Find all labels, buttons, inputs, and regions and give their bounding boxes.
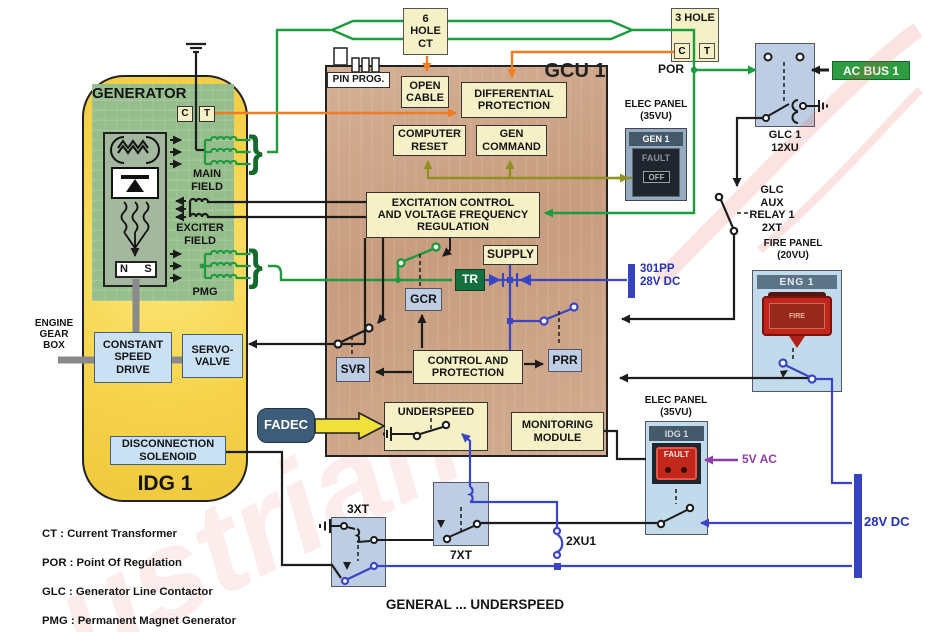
gcr-box: GCR	[405, 288, 442, 311]
ns-magnet-box	[115, 261, 157, 278]
open-cable-box: OPEN CABLE	[401, 76, 449, 108]
legend-por: POR : Point Of Regulation	[42, 556, 182, 569]
glc1-label: GLC 1 12XU	[768, 129, 802, 154]
servo-valve-box: SERVO- VALVE	[182, 334, 243, 378]
elec-panel-idg-label: ELEC PANEL (35VU)	[644, 395, 708, 418]
fire-handle-tab	[789, 336, 805, 348]
xu2-label: 2XU1	[566, 534, 597, 548]
legend-ct: CT : Current Transformer	[42, 527, 177, 540]
gen1-fault-text: FAULT	[641, 153, 671, 163]
legend-glc: GLC : Generator Line Contactor	[42, 585, 213, 598]
prr-box: PRR	[548, 349, 582, 372]
legend-pmg: PMG : Permanent Magnet Generator	[42, 615, 236, 628]
generator-title: GENERATOR	[92, 85, 187, 102]
engine-gear-box-label: ENGINE GEAR BOX	[34, 318, 74, 351]
hole3-t-box: T	[699, 43, 715, 59]
idg-fault-dot-right	[681, 467, 687, 473]
disconnection-solenoid-box: DISCONNECTION SOLENOID	[110, 436, 226, 465]
tr-box: TR	[455, 269, 485, 291]
v5ac-label: 5V AC	[742, 452, 777, 466]
idg-panel-header: IDG 1	[649, 426, 704, 441]
generator-c-box: C	[177, 106, 193, 122]
monitoring-module-box: MONITORING MODULE	[511, 412, 604, 451]
svr-box: SVR	[336, 357, 370, 382]
por-label: POR	[657, 62, 684, 76]
pin-prog-box: PIN PROG.	[327, 72, 390, 88]
fire-panel-label: FIRE PANEL (20VU)	[763, 238, 823, 261]
fire-handle-inner: FIRE	[769, 303, 825, 329]
legend: CT : Current Transformer POR : Point Of …	[42, 512, 302, 632]
bus-28vdc-bar	[854, 474, 862, 578]
hole3-label: 3 HOLE	[675, 12, 715, 24]
gen-command-box: GEN COMMAND	[476, 125, 547, 156]
xt3-label: 3XT	[346, 502, 369, 516]
differential-protection-box: DIFFERENTIAL PROTECTION	[461, 82, 567, 118]
elec-panel-gen-label: ELEC PANEL (35VU)	[624, 99, 688, 122]
fadec-box: FADEC	[257, 408, 315, 443]
csd-box: CONSTANT SPEED DRIVE	[94, 332, 172, 383]
control-protection-box: CONTROL AND PROTECTION	[413, 350, 523, 384]
gcu-body	[325, 65, 608, 457]
magnet-n-label: N	[120, 263, 128, 275]
exciter-field-label: EXCITER FIELD	[176, 222, 224, 247]
pmg-brace: }	[248, 241, 263, 290]
xt7-label: 7XT	[449, 548, 472, 562]
hole3-c-box: C	[674, 43, 690, 59]
gen1-panel-header: GEN 1	[629, 132, 683, 146]
pp301-label: 301PP 28V DC	[640, 263, 681, 288]
fire-handle-latch	[768, 292, 826, 299]
idg-fault-dot-left	[665, 467, 671, 473]
underspeed-label: UNDERSPEED	[397, 406, 475, 418]
relay-7xt-box	[433, 482, 489, 546]
relay-3xt-box	[331, 517, 386, 587]
gen1-off-button: OFF	[643, 171, 670, 183]
v28dc-label: 28V DC	[864, 514, 910, 529]
glc-aux-relay-label: GLC AUX RELAY 1 2XT	[749, 184, 795, 234]
excitation-box: EXCITATION CONTROL AND VOLTAGE FREQUENCY…	[366, 192, 540, 238]
glc1-relay-box	[755, 43, 815, 127]
bus-301pp-bar	[628, 264, 635, 298]
main-field-label: MAIN FIELD	[191, 168, 223, 193]
generator-t-box: T	[199, 106, 215, 122]
pmg-label: PMG	[192, 286, 218, 298]
idg-fault-text: FAULT	[663, 450, 690, 459]
idg-fault-button	[656, 447, 697, 480]
main-field-brace: }	[248, 127, 263, 176]
ac-bus-box: AC BUS 1	[832, 61, 910, 80]
computer-reset-box: COMPUTER RESET	[393, 125, 466, 156]
idg1-title: IDG 1	[137, 472, 193, 495]
hole6-box: 6 HOLE CT	[403, 8, 448, 55]
gcu-title: GCU 1	[544, 60, 606, 82]
magnet-s-label: S	[144, 263, 152, 275]
diagram-title: GENERAL ... UNDERSPEED	[385, 597, 565, 612]
supply-box: SUPPLY	[483, 245, 538, 265]
fire-panel-header: ENG 1	[757, 275, 837, 289]
